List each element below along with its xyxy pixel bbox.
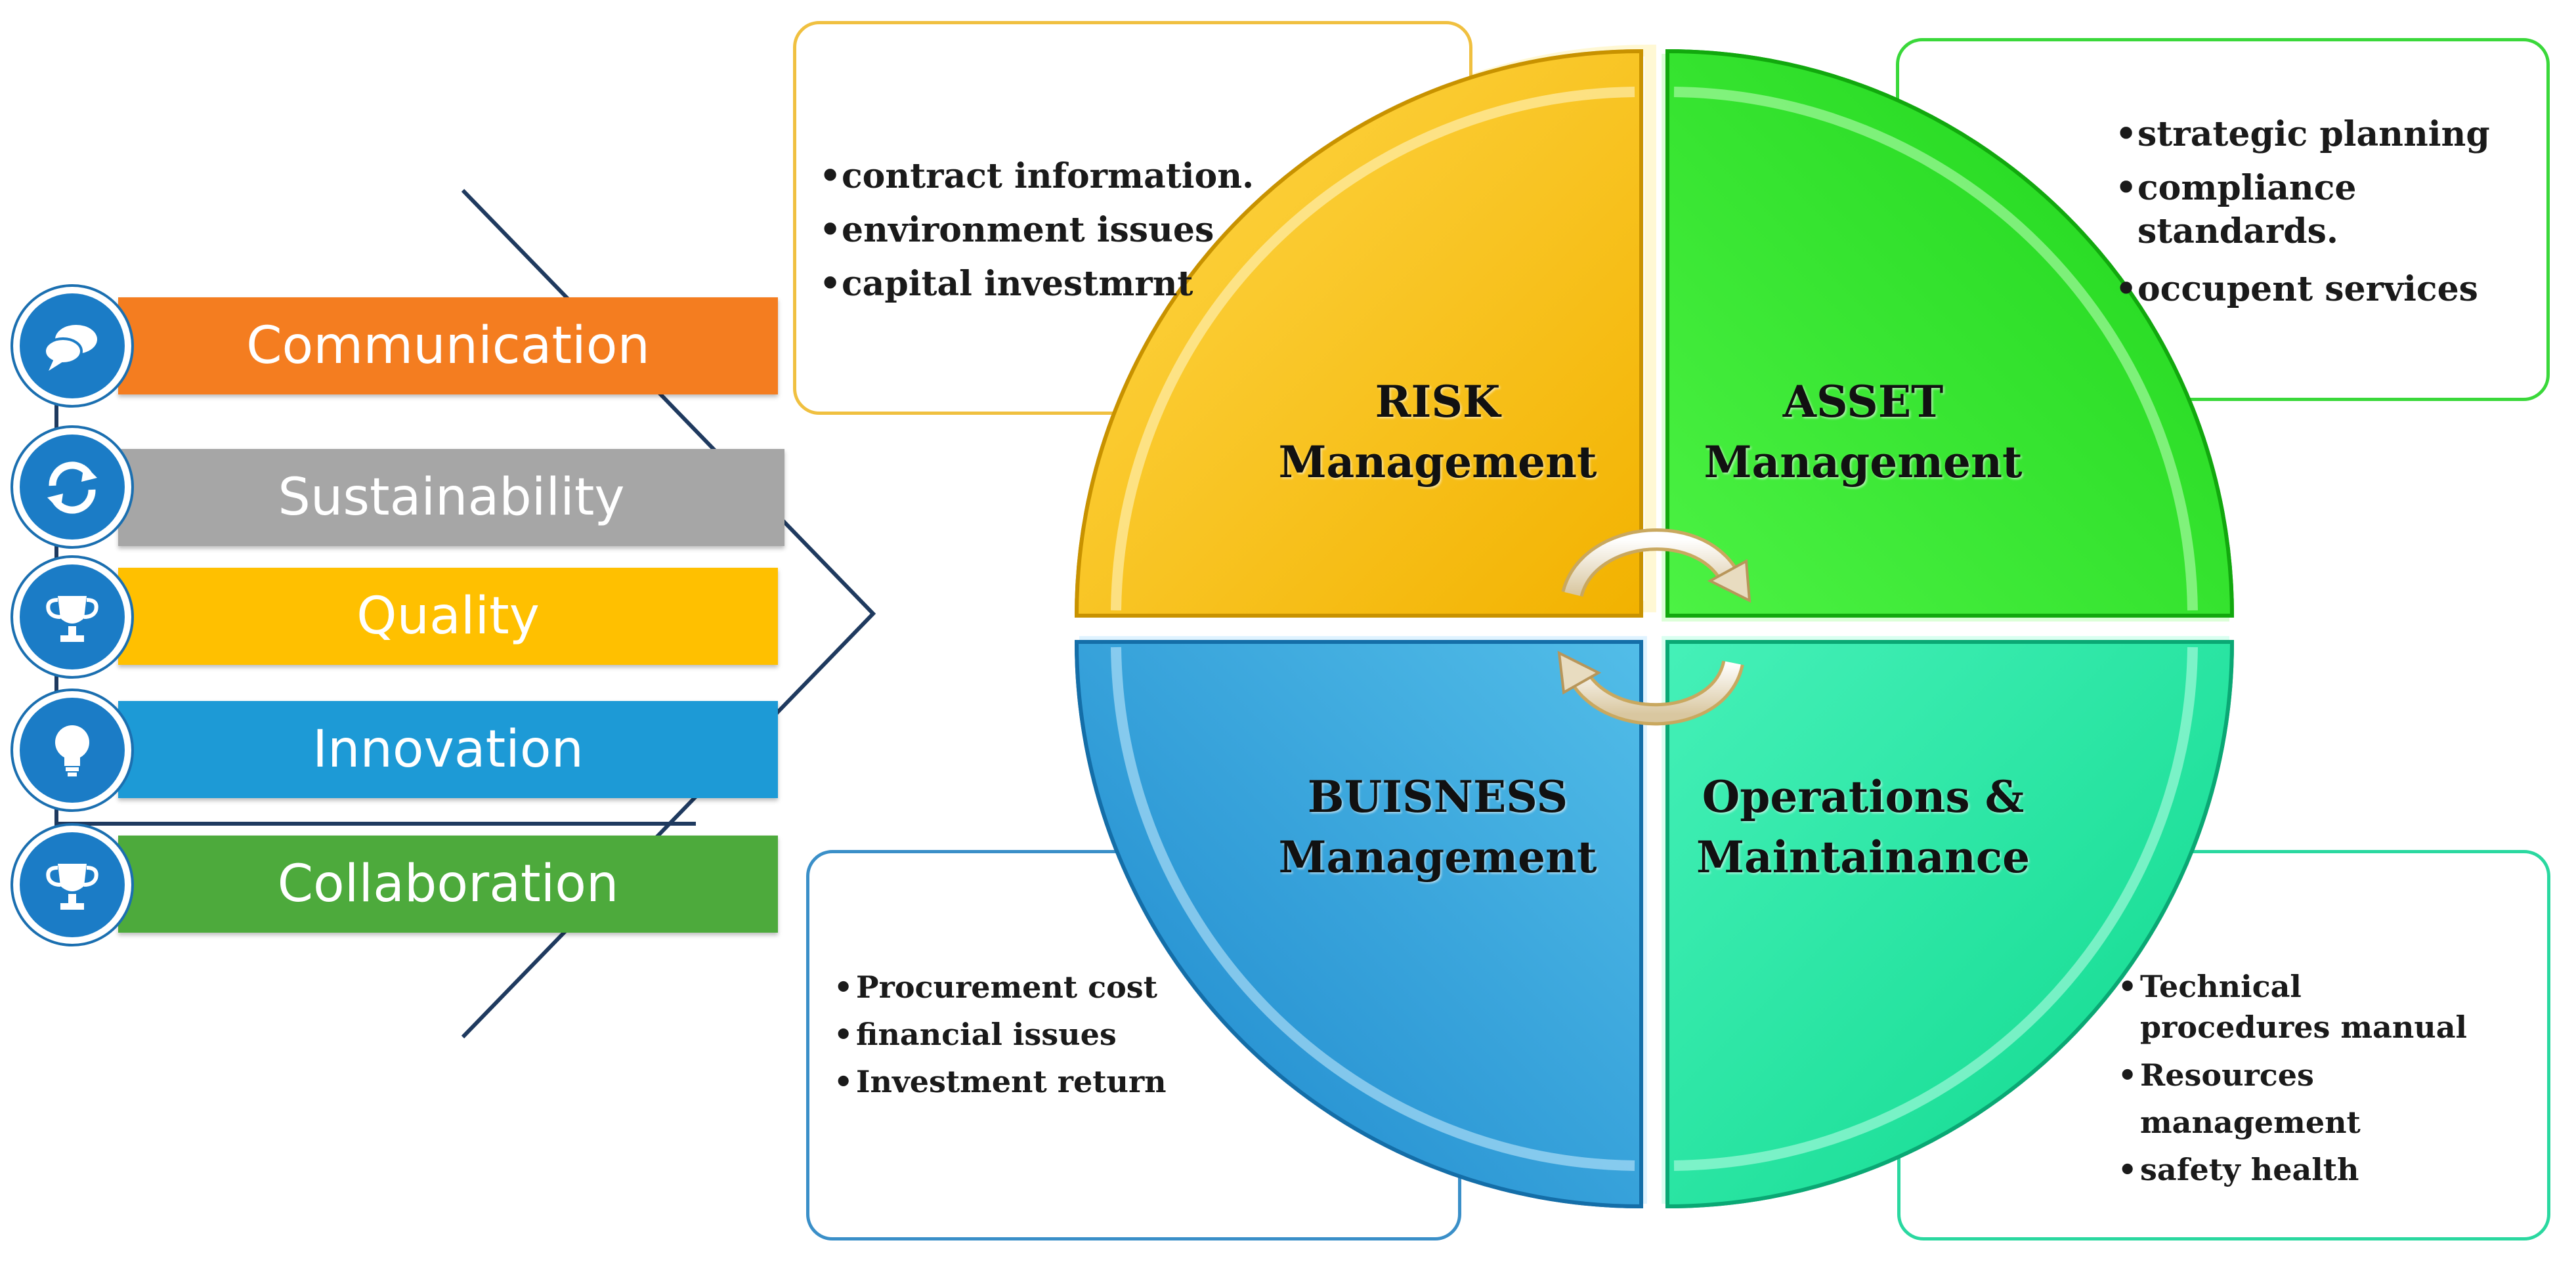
business-title-line2: Management [1278,832,1597,883]
risk-title-line1: RISK [1375,376,1501,427]
business-title-line1: BUISNESS [1307,771,1568,822]
risk-bullet-list: contract information. environment issues… [819,150,1254,311]
lightbulb-icon [20,698,125,803]
value-label: Collaboration [277,855,619,914]
asset-title-line1: ASSET [1782,376,1944,427]
list-item: safety health [2118,1146,2538,1193]
operations-title: Operations & Maintainance [1673,767,2053,887]
value-bar-communication: Communication [118,297,778,394]
risk-title-line2: Management [1278,436,1597,488]
list-item: Technical procedures manual [2118,966,2495,1048]
trophy-icon [20,564,125,669]
business-title: BUISNESS Management [1247,767,1628,887]
asset-bullet-list: strategic planning compliance standards.… [2115,108,2522,316]
value-bar-innovation: Innovation [118,701,778,798]
list-item: contract information. [819,150,1254,203]
value-label: Quality [356,587,540,646]
asset-title-line2: Management [1704,436,2023,488]
operations-title-line2: Maintainance [1696,832,2030,883]
list-item: occupent services [2115,263,2522,316]
list-item: Investment return [834,1058,1167,1105]
operations-bullet-list: Technical procedures manual Resources ma… [2118,966,2538,1193]
asset-title: ASSET Management [1673,371,2053,492]
value-bar-quality: Quality [118,568,778,665]
value-bar-sustainability: Sustainability [118,449,784,546]
list-item: financial issues [834,1011,1167,1058]
speech-bubble-icon [20,293,125,398]
refresh-icon [20,435,125,540]
trophy-icon [20,832,125,937]
value-label: Sustainability [278,468,625,527]
risk-title: RISK Management [1247,371,1628,492]
business-bullet-list: Procurement cost financial issues Invest… [834,964,1167,1105]
list-item: strategic planning [2115,108,2522,161]
value-label: Communication [246,316,650,375]
list-item: compliance standards. [2115,167,2374,253]
list-item: environment issues [819,203,1254,257]
operations-title-line1: Operations & [1702,771,2025,822]
value-label: Innovation [312,720,584,779]
list-item: Procurement cost [834,964,1167,1011]
value-bar-collaboration: Collaboration [118,836,778,933]
list-item: Resources management [2118,1051,2538,1146]
list-item: capital investmrnt [819,257,1254,311]
